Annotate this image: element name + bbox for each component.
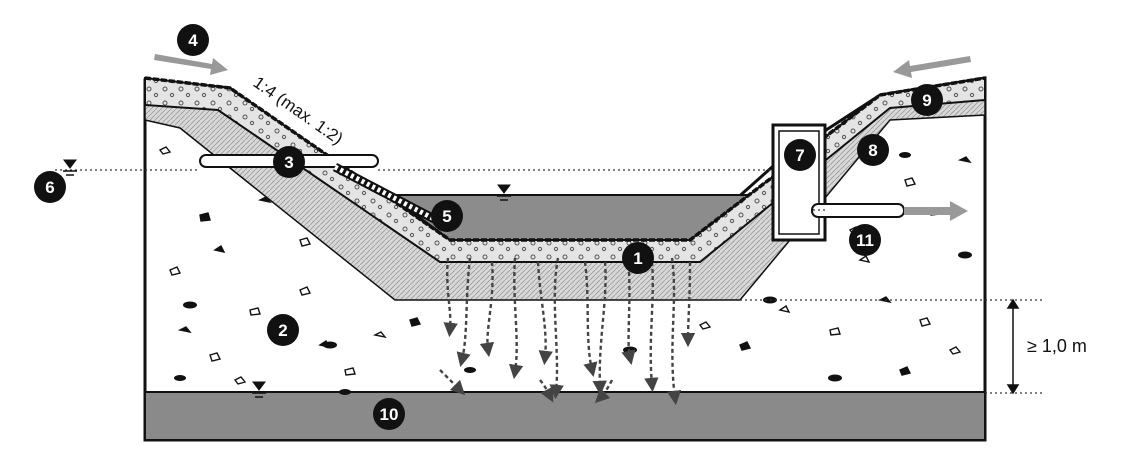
marker-10: 10 (373, 398, 405, 430)
depth-label: ≥ 1,0 m (1027, 336, 1087, 356)
marker-label: 9 (922, 91, 931, 110)
marker-6: 6 (34, 171, 66, 203)
marker-label: 10 (380, 405, 399, 424)
grass-surface (144, 76, 986, 242)
marker-label: 7 (795, 146, 804, 165)
infiltration-flow-arrows (439, 257, 696, 406)
marker-4: 4 (177, 24, 209, 56)
marker-label: 6 (45, 178, 54, 197)
marker-label: 3 (284, 153, 293, 172)
marker-label: 8 (868, 141, 877, 160)
marker-label: 2 (278, 321, 287, 340)
control-shaft (771, 123, 827, 242)
marker-5: 5 (431, 200, 463, 232)
marker-label: 4 (188, 31, 198, 50)
water-level-symbols (63, 159, 511, 398)
marker-label: 1 (633, 249, 642, 268)
marker-label: 5 (442, 207, 451, 226)
marker-9: 9 (911, 84, 943, 116)
marker-11: 11 (849, 224, 881, 256)
marker-3: 3 (273, 146, 305, 178)
marker-7: 7 (784, 139, 816, 171)
depth-dimension (1006, 298, 1020, 395)
inlet-pipe (199, 154, 443, 226)
outlet-pipe (811, 203, 905, 218)
reference-lines (55, 169, 1045, 394)
marker-label: 11 (856, 231, 874, 250)
marker-2: 2 (267, 314, 299, 346)
marker-1: 1 (622, 242, 654, 274)
numbered-markers: 1 2 3 4 5 6 7 8 9 10 11 (34, 24, 943, 430)
soil-stones (158, 146, 972, 385)
marker-8: 8 (857, 134, 889, 166)
groundwater-layer (144, 391, 986, 441)
surface-runoff-arrows (154, 54, 971, 221)
